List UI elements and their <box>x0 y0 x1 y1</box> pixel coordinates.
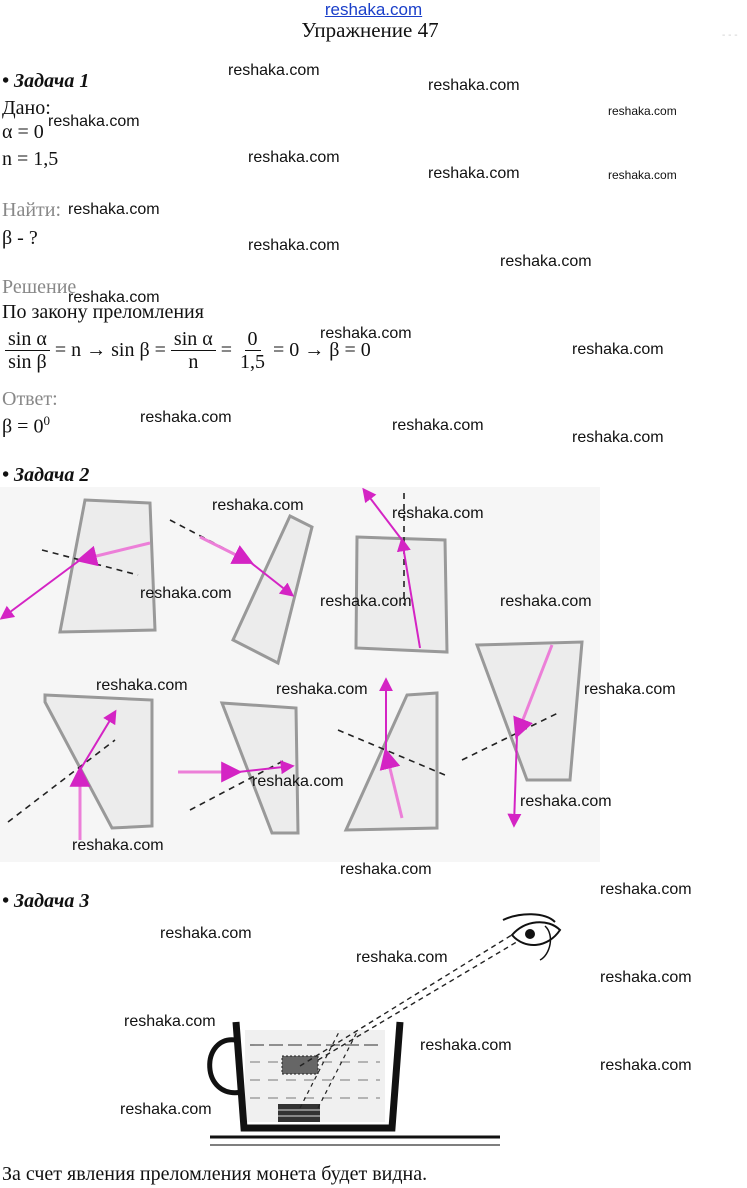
task-1-heading: • Задача 1 <box>2 70 90 92</box>
watermark: reshaka.com <box>72 837 164 854</box>
watermark: reshaka.com <box>68 289 160 306</box>
glass-prism-4 <box>461 640 584 828</box>
given-label: Дано: <box>2 97 51 119</box>
fraction-denominator: n <box>188 351 199 373</box>
watermark: reshaka.com <box>572 341 664 358</box>
fraction-sin-over-n: sin α n <box>170 328 216 373</box>
watermark: reshaka.com <box>248 237 340 254</box>
watermark: reshaka.com <box>500 253 592 270</box>
watermark: reshaka.com <box>228 62 320 79</box>
watermark: reshaka.com <box>356 949 448 966</box>
formula-result: = 0 → β = 0 <box>273 339 371 361</box>
watermark: reshaka.com <box>572 429 664 446</box>
watermark: reshaka.com <box>392 505 484 522</box>
watermark: reshaka.com <box>608 168 677 182</box>
watermark: reshaka.com <box>584 681 676 698</box>
fraction-denominator: sin β <box>8 351 47 373</box>
watermark: reshaka.com <box>600 881 692 898</box>
watermark: reshaka.com <box>160 925 252 942</box>
watermark: reshaka.com <box>48 113 140 130</box>
watermark: reshaka.com <box>120 1101 212 1118</box>
watermark: reshaka.com <box>320 593 412 610</box>
given-n: n = 1,5 <box>2 148 59 170</box>
given-alpha: α = 0 <box>2 121 44 143</box>
glass-prism-5 <box>7 693 154 840</box>
page-title: Упражнение 47 <box>301 18 439 42</box>
watermark: reshaka.com <box>248 149 340 166</box>
watermark: reshaka.com <box>320 325 412 342</box>
answer-base: β = 0 <box>2 415 44 438</box>
watermark: reshaka.com <box>420 1037 512 1054</box>
solution-label: Решение <box>2 276 77 298</box>
watermark: reshaka.com <box>500 593 592 610</box>
watermark: reshaka.com <box>600 1057 692 1074</box>
fraction-numerator: 0 <box>244 328 261 351</box>
fraction-numerator: sin α <box>5 328 50 351</box>
watermark: reshaka.com <box>124 1013 216 1030</box>
find-label: Найти: <box>2 199 62 221</box>
glass-prism-6 <box>178 701 300 835</box>
task-3-heading: • Задача 3 <box>2 890 90 912</box>
glass-prism-7 <box>337 677 446 832</box>
decorative-dots: - - - <box>722 30 738 41</box>
task-3-conclusion: За счет явления преломления монета будет… <box>2 1163 428 1185</box>
eye-icon <box>502 913 562 961</box>
watermark: reshaka.com <box>608 104 677 118</box>
watermark: reshaka.com <box>212 497 304 514</box>
watermark: reshaka.com <box>276 681 368 698</box>
watermark: reshaka.com <box>96 677 188 694</box>
watermark: reshaka.com <box>520 793 612 810</box>
task-2-heading: • Задача 2 <box>2 464 90 486</box>
watermark: reshaka.com <box>140 585 232 602</box>
fraction-denominator: 1,5 <box>240 351 266 373</box>
answer-value: β = 00 <box>2 413 50 439</box>
watermark: reshaka.com <box>140 409 232 426</box>
watermark: reshaka.com <box>428 165 520 182</box>
watermark: reshaka.com <box>340 861 432 878</box>
formula-equals-n: = n → sin β = <box>54 339 166 361</box>
fraction-zero-over-n: 0 1,5 <box>237 328 268 373</box>
watermark: reshaka.com <box>428 77 520 94</box>
formula-equals: = <box>220 339 233 361</box>
watermark: reshaka.com <box>68 201 160 218</box>
answer-superscript: 0 <box>43 413 50 428</box>
glass-prism-3 <box>354 487 449 654</box>
cup-with-coin-illustration <box>207 932 521 1146</box>
site-logo-link[interactable]: reshaka.com <box>324 0 423 19</box>
refraction-formula: sin α sin β = n → sin β = sin α n = 0 1,… <box>3 328 374 373</box>
fraction-sin-ratio: sin α sin β <box>5 328 50 373</box>
watermark: reshaka.com <box>252 773 344 790</box>
watermark: reshaka.com <box>392 417 484 434</box>
find-beta: β - ? <box>2 227 38 249</box>
glass-prism-2 <box>169 513 314 666</box>
answer-label: Ответ: <box>2 388 58 410</box>
solution-text: По закону преломления <box>2 301 204 323</box>
fraction-numerator: sin α <box>170 328 216 351</box>
watermark: reshaka.com <box>600 969 692 986</box>
glass-prism-1 <box>0 498 157 634</box>
